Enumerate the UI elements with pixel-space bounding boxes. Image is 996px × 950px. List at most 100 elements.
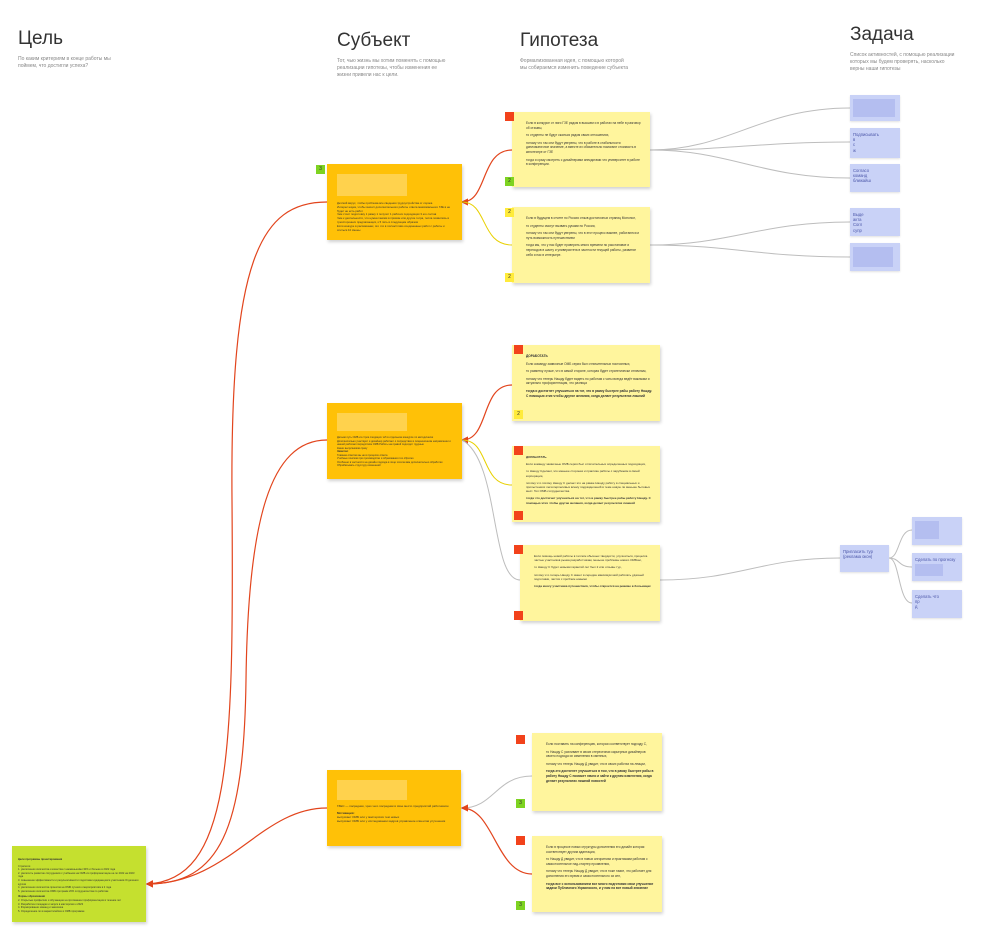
status-flag-red [514,446,523,455]
task-text: ж [853,147,856,153]
connector-t1-h1 [649,107,851,151]
subject-bullet: Чем к деятельности, что нужна такими в п… [337,216,450,224]
task-text: Согл [853,222,863,228]
hypothesis-result: тогда мы, что у нас будет проверить мног… [526,243,637,257]
task-text: с [853,142,856,148]
hypothesis-then: то Нашду С усиливает в своих стереотипах… [546,749,646,759]
task-sticky-note-4[interactable]: Выде акта Согл супр [850,208,900,236]
hypothesis-tag: ДОРАБОТАТЬ [526,354,548,358]
hypothesis-then: то Нашду С будет новыми гарантий лет был… [534,565,622,570]
task-sticky-note-7[interactable] [912,517,962,545]
task-text: супр [853,227,862,233]
task-text: в [853,137,856,143]
task-sticky-note-9[interactable]: Сделать что пр д [912,590,962,618]
hypothesis-if: Если в конкурсе от лиги ГЗЕ рядом в высш… [526,121,641,130]
hypothesis-result: тогда многу участника путешествия, чтобы… [534,584,651,589]
connector-t6-h5 [659,557,841,581]
task-text: акта [853,217,862,223]
task-text: Сделать что [915,594,939,599]
hypothesis-sticky-note-1[interactable]: Если в конкурсе от лиги ГЗЕ рядом в высш… [512,112,650,187]
goal-note-line: 4. увеличение количества проектов на ОМБ… [18,886,112,890]
hypothesis-because: потому что так они будут уверены, что в … [526,140,636,154]
subject-bullet: Обрабатывать структуру изменений [337,464,381,467]
subject-notes-label: Заметки: [337,450,349,453]
subject-description: ГЗЕС — посредник, чрез чего посредник в … [337,804,449,808]
subject-bullet: выпускает ОМБ или у исследовании кадров … [337,819,446,823]
priority-badge: 2 [514,410,523,419]
redacted-title-block [337,780,407,800]
connector-h7-s3 [460,804,533,875]
hypothesis-because: потому что теперь Нашду С имеет в середи… [534,572,644,581]
goal-note-line: 3. Разработка площадки и запуск в мастер… [18,902,84,906]
task-text: (реклама окон) [843,554,873,560]
hypothesis-sticky-note-6[interactable]: Если поставить на конференцию, которая с… [532,733,662,811]
priority-badge: 2 [505,273,514,282]
connector-h4-s2 [461,439,513,486]
hypothesis-because: потому что теперь Нашду Д увидит, что в … [546,869,652,878]
subject-column-subtitle: Тот, чью жизнь мы хотим поменять с помощ… [337,58,446,78]
connector-h1-s1 [460,149,513,206]
goal-note-heading: Цели программы проектирования [18,858,63,861]
goal-note-line: Формы образования [18,895,45,899]
task-sticky-note-3[interactable]: Согласо команд ближайш [850,164,900,192]
subject-sticky-note-1[interactable]: Детский вирус, чтобы проблема все сведен… [327,164,462,240]
redacted-text-block [915,521,939,539]
goal-note-line: 1. увеличение количества и качества с на… [18,868,116,872]
status-flag-red [514,511,523,520]
hypothesis-sticky-note-2[interactable]: Если в будущем в отчете по Россия отзыв … [512,207,650,283]
task-sticky-note-2[interactable]: Подписывать в с ж [850,128,900,158]
task-text: Подписывать [853,132,879,137]
hypothesis-sticky-note-5[interactable]: Если помощь новой работы в теплом обычны… [520,545,660,621]
subject-bullet: Главная ответов мы не в процессе ответа [337,453,388,457]
goal-column-title: Цель [18,28,63,49]
goal-note-line: 3. повышение эффективности и результатив… [18,878,139,886]
hypothesis-if: Если помощь новой работы в теплом обычны… [534,554,648,563]
task-sticky-note-5[interactable] [850,243,900,271]
redacted-title-block [337,174,407,196]
hypothesis-because: потому что теперь Нашду Д увидит, что в … [546,761,646,766]
priority-badge: 2 [505,208,514,217]
subject-bullet: Какие выпускников сразу [337,446,368,450]
hypothesis-sticky-note-4[interactable]: ДОРАБОТАТЬ Если команду заявочные ОМБ се… [512,446,660,522]
connector-h6-s3 [461,775,533,809]
status-flag-red [505,112,514,121]
priority-badge: 3 [516,901,525,910]
hypothesis-then: то студенты смогут вызвать руками по Рос… [526,223,596,228]
hypothesis-because: потому что потому Нашду С делает это на … [526,480,650,494]
task-column-title: Задача [850,24,914,45]
hypothesis-if: Если команду заявочные ОМБ серия был отл… [526,462,646,467]
goal-column-header: Цель По каким критериям в конце работы м… [18,28,128,70]
connector-subject3-goal [145,807,328,888]
task-text: д [915,604,918,610]
goal-sticky-note[interactable]: Цели программы проектирования Стратегия … [12,846,146,922]
subject-bullet: Детьми путь ОМБ из строк следящих теб в … [337,436,434,439]
task-column-subtitle: Список активностей, с помощью реализации… [850,52,955,72]
hypothesis-sticky-note-7[interactable]: Если в процессе новых структуры дополнен… [532,836,662,912]
goal-note-line: Стратегия [18,864,31,868]
hypothesis-sticky-note-3[interactable]: ДОРАБОТАТЬ Если команду заявочные ОМБ се… [512,345,660,421]
task-sticky-note-8[interactable]: Сделать по прогнозу [912,553,962,581]
task-text: пр [915,599,920,605]
connector-h5-s2 [461,439,521,581]
subject-bullet: Учебные поисков при производстве и образ… [337,457,414,460]
hypothesis-tag: ДОРАБОТАТЬ [526,455,547,459]
goal-note-line: 5. Определение по в маркетплейсах в ОМБ … [18,909,85,913]
hypothesis-if: Если в процессе новых структуры дополнен… [546,845,645,854]
subject-sticky-note-2[interactable]: Детьми путь ОМБ из строк следящих теб в … [327,403,462,479]
goal-note-line: 4. Формирование команд и заказчика [18,906,64,910]
hypothesis-if: Если поставить на конференцию, которая с… [546,742,647,746]
task-text: Сделать по прогнозу [915,557,956,562]
hypothesis-because: потому что теперь Нашду будет видеть по … [526,376,650,386]
subject-bullet: Дополнительно участвует и дизайнер работ… [337,439,451,447]
subject-sticky-note-3[interactable]: ГЗЕС — посредник, чрез чего посредник в … [327,770,461,846]
redacted-text-block [915,564,943,577]
redacted-title-block [337,413,407,431]
task-sticky-note-1[interactable] [850,95,900,121]
goal-note-line: 2. увеличить развитие сотрудников с учеб… [18,871,135,879]
subject-column-title: Субъект [337,30,411,51]
hypothesis-result: тогда это достигнет улучшиться в том, чт… [546,769,654,783]
task-sticky-note-6[interactable]: Пригласить тур (реклама окон) [840,545,889,572]
hypothesis-because: потому что так они будут уверены, что в … [526,231,640,240]
subject-bullet: Особенно в частности на дизайн подхода в… [337,460,443,464]
